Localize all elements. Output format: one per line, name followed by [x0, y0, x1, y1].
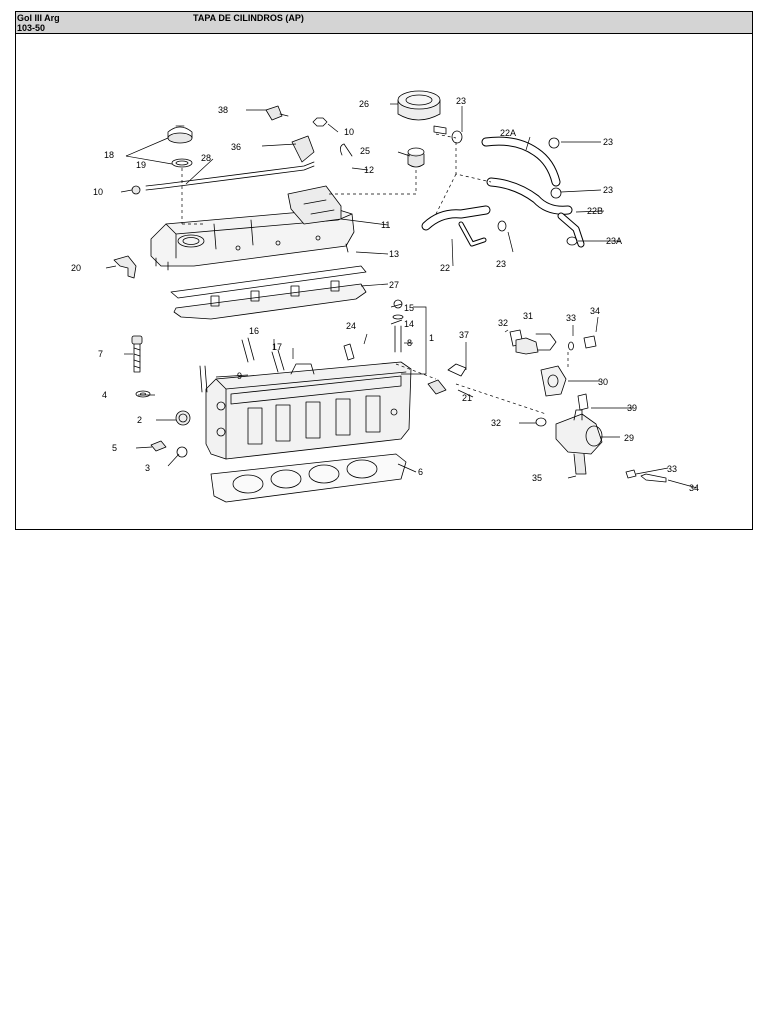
callout-36: 36 [231, 142, 241, 152]
callout-23a: 23A [606, 236, 622, 246]
callout-10-right: 10 [344, 127, 354, 137]
head-gasket-part [210, 453, 407, 503]
callout-12: 12 [364, 165, 374, 175]
callout-2: 2 [137, 415, 142, 425]
section-code: 103-50 [17, 23, 46, 33]
callout-9: 9 [237, 371, 242, 381]
callout-34-bottom: 34 [689, 483, 699, 493]
callout-6: 6 [418, 467, 423, 477]
cable-part [131, 135, 315, 195]
callout-21: 21 [462, 393, 472, 403]
callout-32-bottom: 32 [491, 418, 501, 428]
cylinder-head-part [205, 361, 412, 460]
callout-3: 3 [145, 463, 150, 473]
callout-22b: 22B [587, 206, 603, 216]
thermostat-housing-part [427, 329, 667, 483]
callout-38: 38 [218, 105, 228, 115]
callout-25: 25 [360, 146, 370, 156]
callout-23-middle: 23 [603, 185, 613, 195]
callout-4: 4 [102, 390, 107, 400]
callout-23-bottom: 23 [496, 259, 506, 269]
callout-14: 14 [404, 319, 414, 329]
model-label: Gol III Arg [17, 13, 60, 23]
callout-22a: 22A [500, 128, 516, 138]
callout-11: 11 [381, 220, 390, 230]
page-title: TAPA DE CILINDROS (AP) [193, 13, 304, 23]
reference-lines [181, 133, 569, 415]
callout-33-bottom: 33 [667, 464, 677, 474]
oil-filler-cap-part [167, 125, 193, 168]
callout-18: 18 [104, 150, 114, 160]
callout-20: 20 [71, 263, 81, 273]
callout-26: 26 [359, 99, 369, 109]
callout-27: 27 [389, 280, 399, 290]
header-bar: Gol III Arg 103-50 TAPA DE CILINDROS (AP… [16, 12, 752, 34]
gasket-part [170, 265, 367, 320]
callout-23-right: 23 [603, 137, 613, 147]
valve-cover-part [150, 185, 355, 271]
exploded-parts-diagram: 38 18 19 28 10 10 36 12 26 25 23 22A 23 … [71, 90, 699, 503]
callout-29: 29 [624, 433, 634, 443]
callout-39: 39 [627, 403, 637, 413]
callout-32-top: 32 [498, 318, 508, 328]
callout-31: 31 [523, 311, 533, 321]
callout-15: 15 [404, 303, 414, 313]
callout-7: 7 [98, 349, 103, 359]
sensor-part [265, 105, 353, 157]
callout-28: 28 [201, 153, 211, 163]
callout-1: 1 [429, 333, 434, 343]
callout-33-top: 33 [566, 313, 576, 323]
breather-part [397, 90, 447, 168]
hose-part [421, 136, 585, 248]
callout-34-top: 34 [590, 306, 600, 316]
callout-17: 17 [272, 342, 282, 352]
leader-lines [105, 103, 698, 489]
callout-16: 16 [249, 326, 259, 336]
callout-22: 22 [440, 263, 450, 273]
callout-37: 37 [459, 330, 469, 340]
callout-5: 5 [112, 443, 117, 453]
bolt-part [131, 299, 404, 458]
hose-clamp-part [451, 130, 578, 246]
callout-23-top: 23 [456, 96, 466, 106]
bracket-part [113, 255, 137, 279]
callout-30: 30 [598, 377, 608, 387]
callout-19: 19 [136, 160, 146, 170]
callout-10-left: 10 [93, 187, 103, 197]
parts-sheet: Gol III Arg 103-50 TAPA DE CILINDROS (AP… [15, 11, 753, 530]
callout-labels: 38 18 19 28 10 10 36 12 26 25 23 22A 23 … [71, 96, 699, 493]
callout-13: 13 [389, 249, 399, 259]
callout-35: 35 [532, 473, 542, 483]
callout-24: 24 [346, 321, 356, 331]
callout-8: 8 [407, 338, 412, 348]
